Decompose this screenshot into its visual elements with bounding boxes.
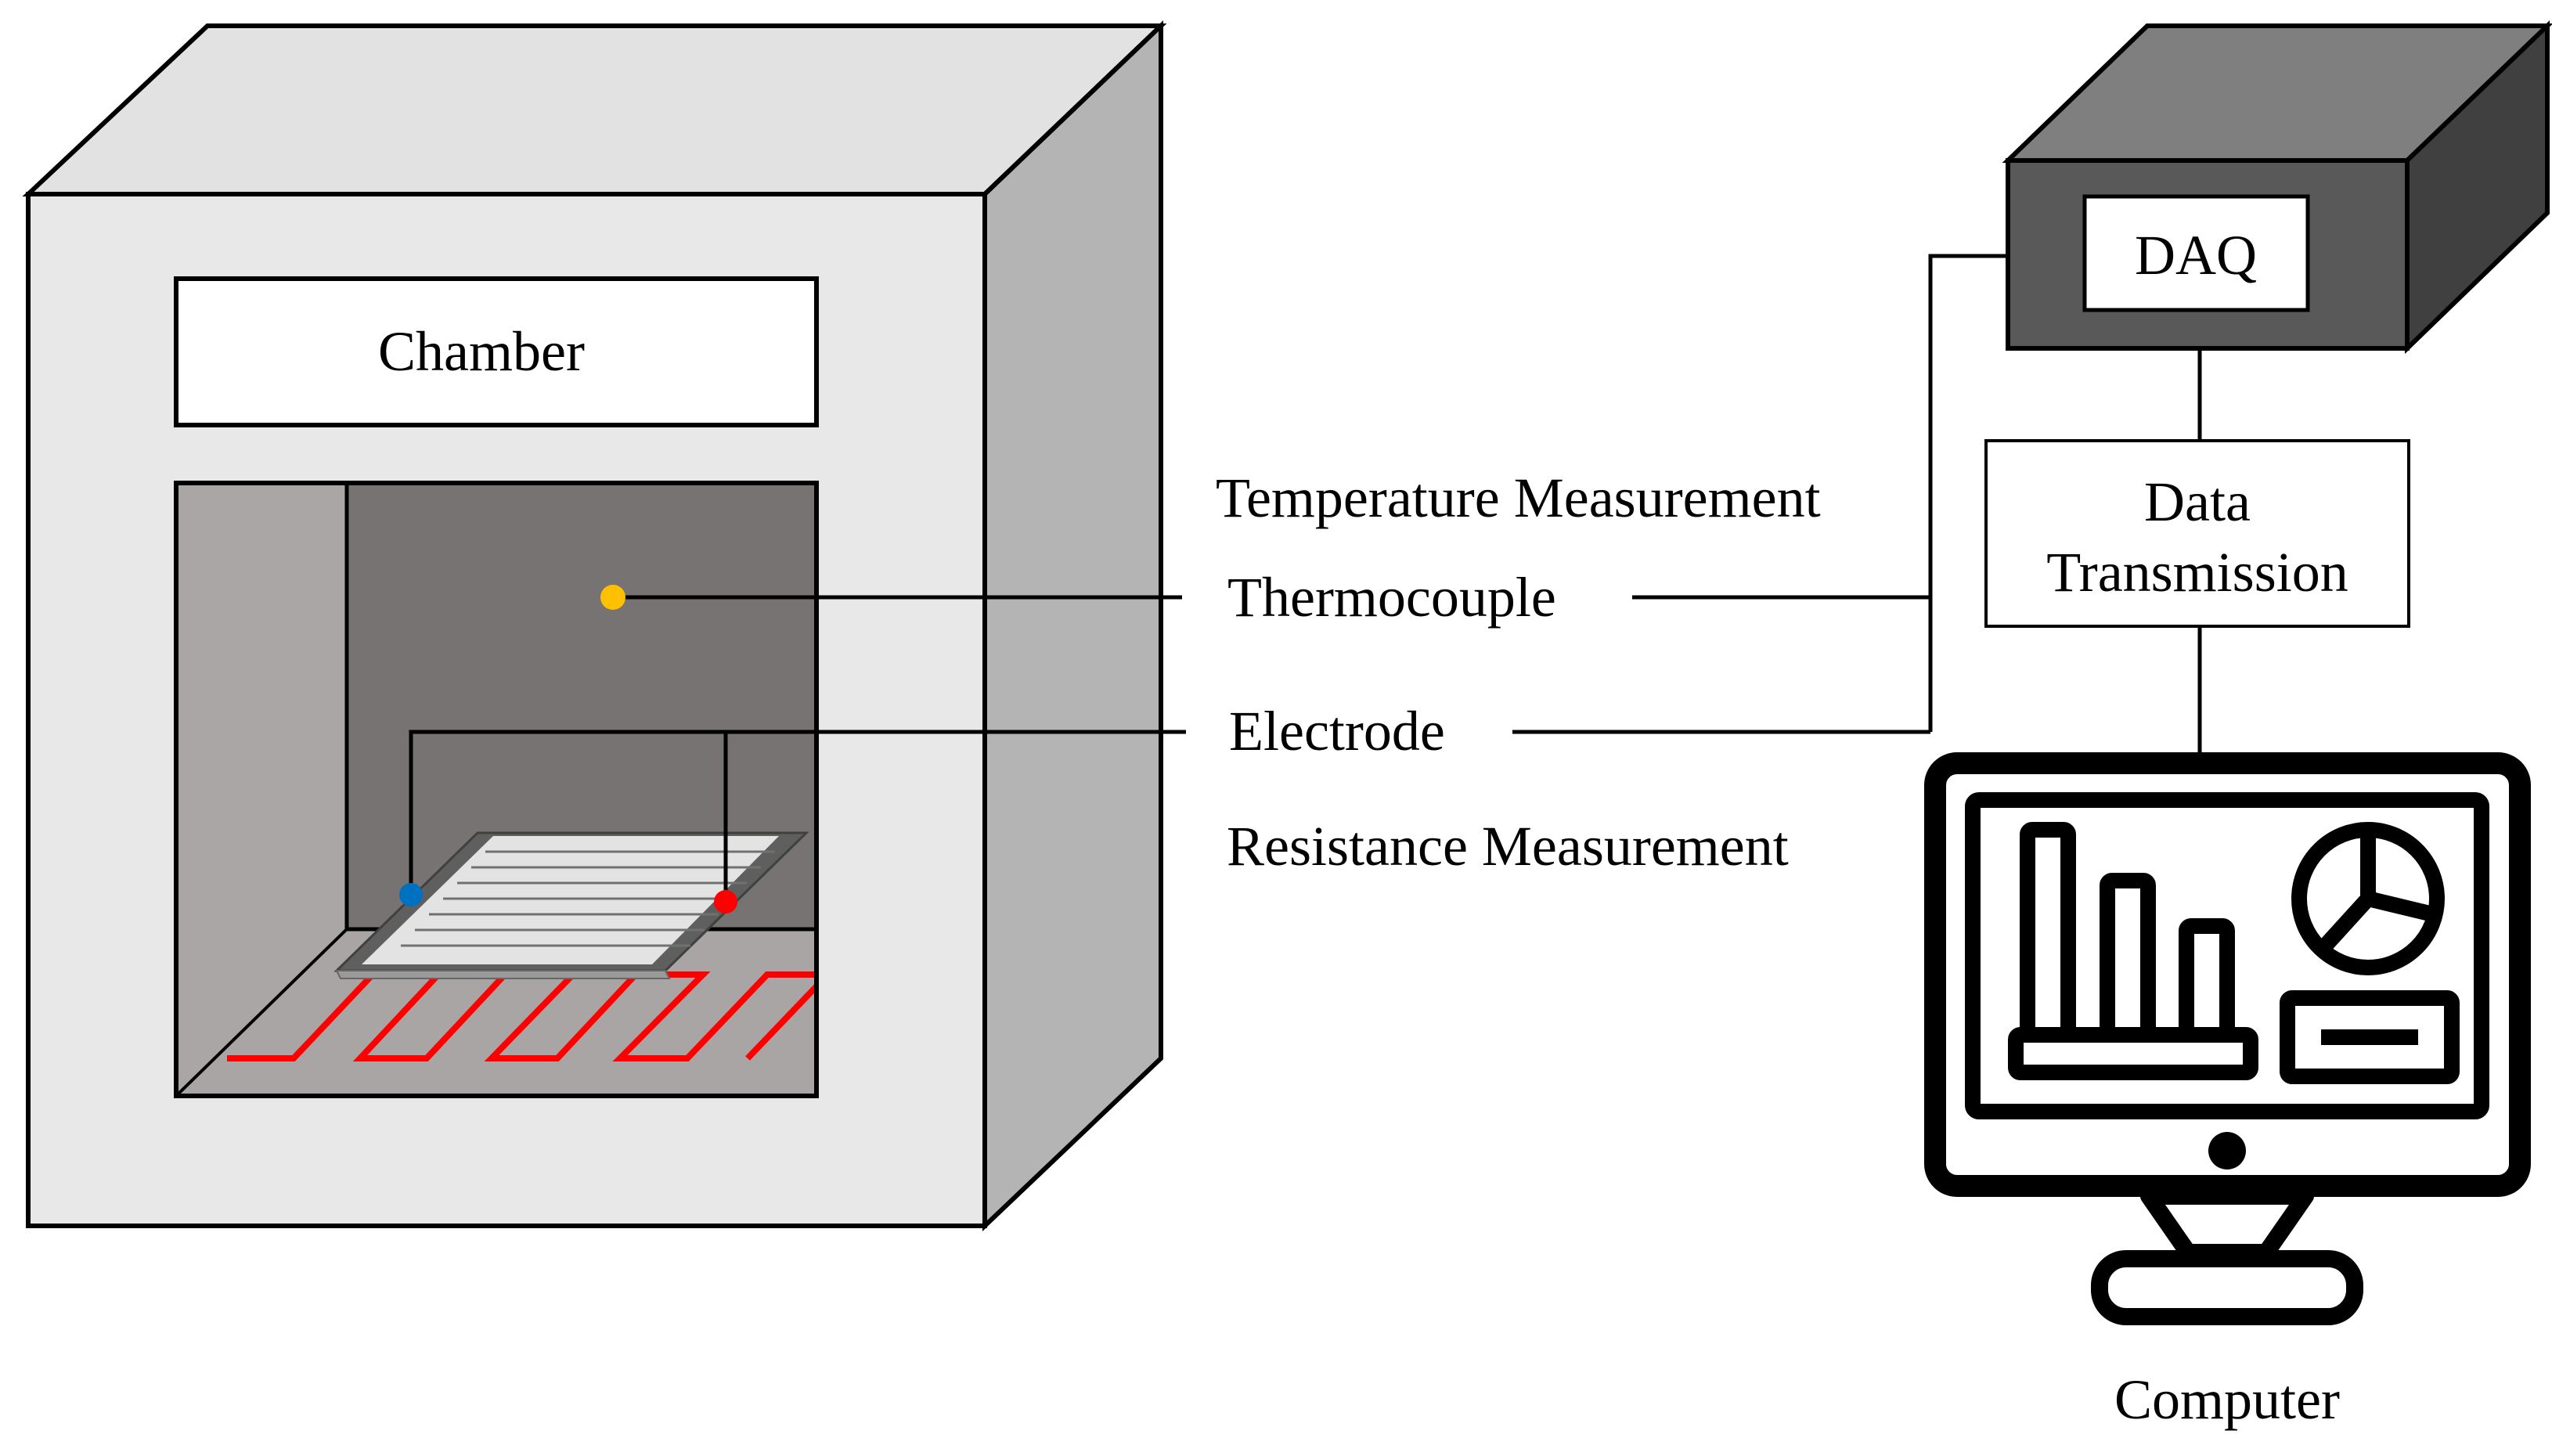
daq-label: DAQ	[2135, 224, 2257, 287]
electrode-wire-right	[723, 730, 1186, 902]
inner-edge-diagonal	[175, 928, 348, 1097]
chamber-title-box	[174, 276, 819, 427]
measurement-labels: Temperature Measurement Thermocouple Ele…	[1216, 467, 1821, 878]
inner-opening-border	[174, 481, 819, 1098]
chamber-top-face	[22, 23, 1167, 196]
computer-label: Computer	[2114, 1368, 2340, 1431]
daq-label-box	[2082, 194, 2310, 312]
chamber-side-face	[982, 20, 1163, 1231]
thermocouple-dot	[600, 585, 625, 610]
chamber-interior	[174, 481, 1186, 1098]
heater-coil-end	[745, 984, 819, 1061]
resistance-measurement-label: Resistance Measurement	[1227, 815, 1789, 878]
electrode-dot-right	[714, 890, 737, 914]
data-transmission-box: Data Transmission	[1984, 439, 2410, 628]
chamber-title: Chamber	[378, 320, 585, 383]
daq-box: DAQ	[2002, 20, 2552, 355]
pie-chart-icon	[2291, 822, 2445, 975]
display-panel-icon	[2280, 990, 2460, 1084]
electrode-label: Electrode	[1229, 700, 1445, 762]
temperature-measurement-label: Temperature Measurement	[1216, 467, 1821, 529]
monitor-neck	[2140, 1188, 2314, 1261]
daq-input-connector	[1928, 254, 2008, 732]
electrode-dot-left	[399, 883, 423, 906]
chamber: Chamber	[22, 20, 1186, 1231]
data-transmission-border	[1984, 439, 2410, 628]
connector-lines	[1512, 254, 2008, 734]
data-transmission-line1: Data	[2144, 470, 2251, 533]
thermocouple-label: Thermocouple	[1227, 566, 1556, 629]
plate-front-lip	[335, 970, 671, 979]
electrode-wire-left	[409, 730, 726, 894]
data-transmission-line2: Transmission	[2046, 541, 2348, 604]
computer: Computer	[1924, 752, 2531, 1431]
sensor-plate	[333, 831, 809, 979]
monitor-base	[2091, 1250, 2363, 1325]
bar-chart-icon	[2008, 822, 2258, 1080]
monitor-power-dot	[2208, 1132, 2246, 1169]
